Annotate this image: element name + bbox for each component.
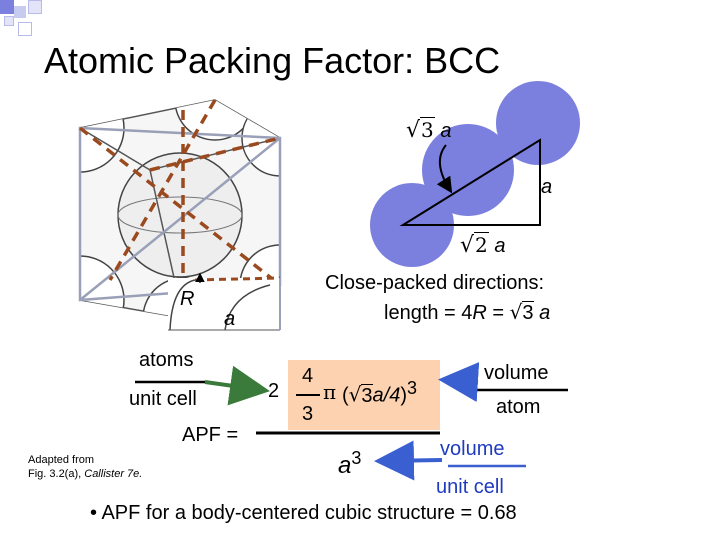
corner-square-decoration — [18, 22, 32, 36]
corner-atom-section — [80, 255, 125, 318]
sqrt2-a-label: √2 a — [460, 232, 506, 258]
close-packed-heading: Close-packed directions: — [325, 272, 544, 294]
volume-atom-top: volume — [484, 362, 549, 384]
apf-result-bullet: • APF for a body-centered cubic structur… — [90, 502, 517, 524]
volume-cell-top: volume — [440, 438, 505, 460]
sqrt3-a-label: √3 a — [406, 117, 452, 143]
corner-square-decoration — [4, 16, 14, 26]
edge-a-label: a — [224, 308, 236, 330]
fraction-four: 4 — [302, 365, 314, 387]
pi-symbol: π — [323, 380, 337, 404]
close-packed-spheres — [370, 81, 580, 267]
fraction-three: 3 — [302, 403, 314, 425]
arrow-atoms-to-formula — [204, 365, 270, 406]
corner-square-decoration — [14, 6, 26, 18]
arrow-volume-atom-to-formula — [438, 362, 480, 402]
corner-square-decoration — [0, 0, 14, 14]
cell-volume-term: a3 — [338, 448, 362, 479]
slide-title: Atomic Packing Factor: BCC — [44, 40, 501, 81]
apf-label: APF = — [182, 424, 239, 446]
radius-label: R — [180, 288, 195, 310]
unit-cell-label: unit cell — [129, 388, 197, 410]
coefficient-2: 2 — [268, 380, 280, 402]
radius-term: (√3a/4)3 — [342, 378, 418, 407]
bcc-cube — [78, 99, 282, 331]
atoms-label: atoms — [139, 349, 194, 371]
corner-square-decoration — [28, 0, 42, 14]
atom-sphere — [496, 81, 580, 165]
close-packed-length: length = 4R = √3 a — [384, 300, 551, 324]
figure-credit: Adapted from Fig. 3.2(a), Callister 7e. — [28, 454, 143, 480]
arrow-volume-cell-to-formula — [374, 440, 443, 481]
corner-atom-section — [174, 100, 256, 141]
volume-cell-bottom: unit cell — [436, 476, 504, 498]
side-a-label: a — [541, 176, 553, 198]
volume-atom-bottom: atom — [496, 396, 541, 418]
